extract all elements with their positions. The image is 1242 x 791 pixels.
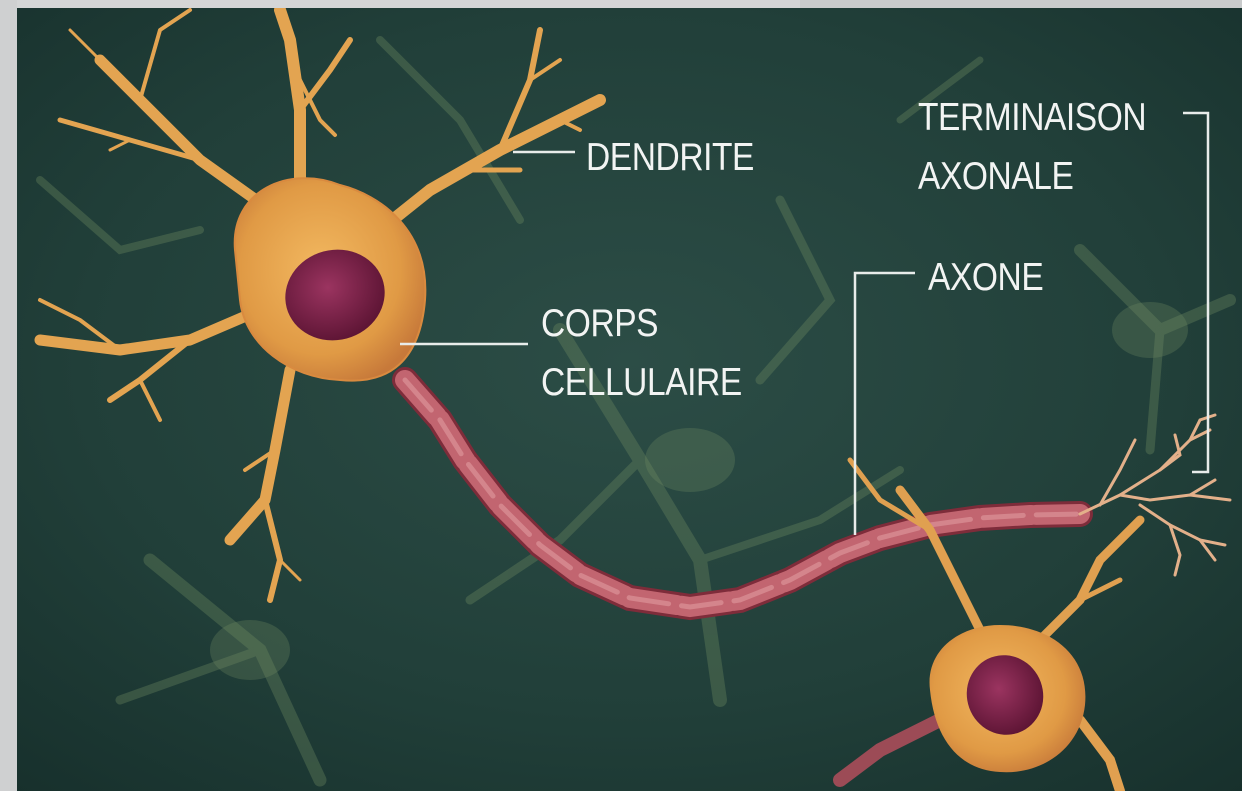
label-corps-line2: CELLULAIRE (541, 361, 742, 405)
label-terminaison-line2: AXONALE (918, 155, 1073, 199)
label-dendrite: DENDRITE (586, 136, 754, 180)
label-terminaison-line1: TERMINAISON (918, 96, 1146, 140)
screen-bezel-top (0, 0, 800, 8)
screen-bezel-left (0, 0, 17, 791)
label-corps-line1: CORPS (541, 302, 658, 346)
label-axone: AXONE (928, 256, 1043, 300)
